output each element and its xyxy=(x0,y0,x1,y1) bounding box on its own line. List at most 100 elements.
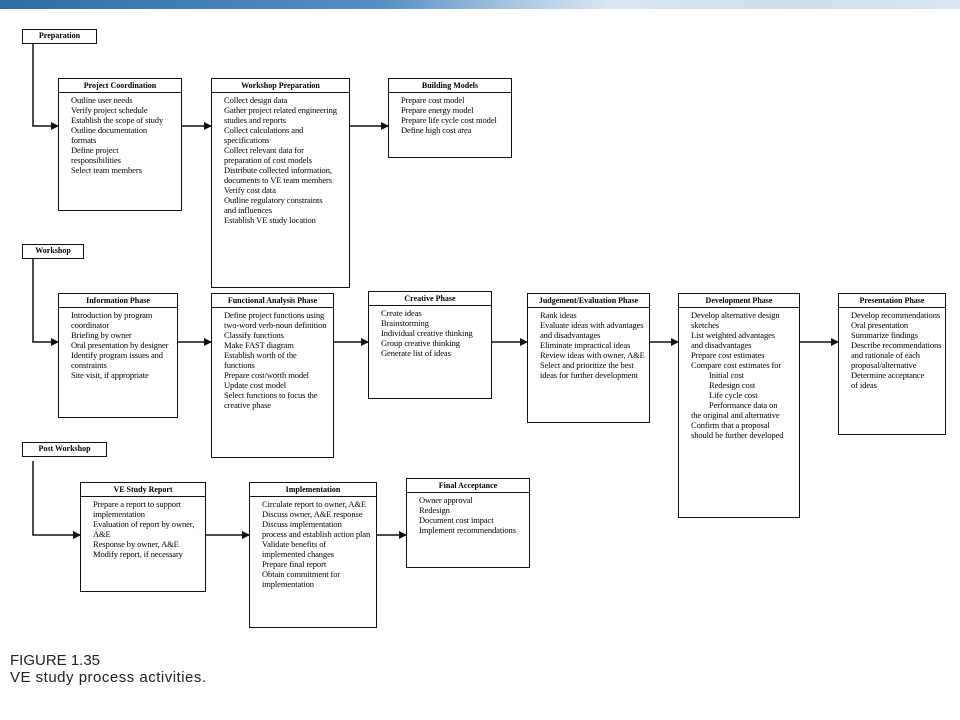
box-item: Evaluate ideas with advantages xyxy=(540,320,644,330)
stage-label-preparation: Preparation xyxy=(22,29,97,44)
box-item: implemented changes xyxy=(262,549,334,559)
box-title: Project Coordination xyxy=(59,79,181,93)
box-item: Obtain commitment for xyxy=(262,569,341,579)
box-title: Functional Analysis Phase xyxy=(212,294,333,308)
box-item: and influences xyxy=(224,205,272,215)
box-item: and disadvantages xyxy=(540,330,601,340)
figure-number: FIGURE 1.35 xyxy=(10,652,101,669)
box-item: Confirm that a proposal xyxy=(691,420,770,430)
box-development-phase: Development Phase Develop alternative de… xyxy=(678,293,800,518)
figure-caption-text: VE study process activities. xyxy=(10,669,207,686)
box-information-phase: Information Phase Introduction by progra… xyxy=(58,293,178,418)
box-item: Identify program issues and xyxy=(71,350,163,360)
box-item: List weighted advantages xyxy=(691,330,775,340)
box-item: Prepare life cycle cost model xyxy=(401,115,497,125)
box-item: Document cost impact xyxy=(419,515,494,525)
box-item: Gather project related engineering xyxy=(224,105,337,115)
box-item: the original and alternative xyxy=(691,410,780,420)
box-item: should be further developed xyxy=(691,430,784,440)
box-item: Oral presentation xyxy=(851,320,909,330)
box-item: Validate benefits of xyxy=(262,539,327,549)
connector-preparation-to-project-coordination xyxy=(32,42,59,130)
connector-post-workshop-to-ve-study-report xyxy=(32,461,81,539)
box-item: Determine acceptance xyxy=(851,370,925,380)
figure-caption: FIGURE 1.35 VE study process activities. xyxy=(10,652,207,687)
box-title: Creative Phase xyxy=(369,292,491,306)
box-item: implementation xyxy=(262,579,314,589)
box-item: Select team members xyxy=(71,165,142,175)
box-title: Implementation xyxy=(250,483,376,497)
box-item: Prepare final report xyxy=(262,559,327,569)
box-item: proposal/alternative xyxy=(851,360,917,370)
box-item: Compare cost estimates for xyxy=(691,360,782,370)
box-item: Eliminate impractical ideas xyxy=(540,340,631,350)
box-item: Collect calculations and xyxy=(224,125,304,135)
box-item: Redesign xyxy=(419,505,450,515)
box-item: Implement recommendations xyxy=(419,525,516,535)
box-item: process and establish action plan xyxy=(262,529,371,539)
box-item: Individual creative thinking xyxy=(381,328,473,338)
box-item: Make FAST diagram xyxy=(224,340,294,350)
box-item: Select and prioritize the best xyxy=(540,360,634,370)
box-item: Prepare energy model xyxy=(401,105,474,115)
box-item: Prepare cost estimates xyxy=(691,350,765,360)
box-item: Verify cost data xyxy=(224,185,276,195)
box-item: Establish the scope of study xyxy=(71,115,164,125)
box-item: Introduction by program xyxy=(71,310,153,320)
connector-workshop-to-information-phase xyxy=(32,258,59,346)
box-item: Define project xyxy=(71,145,119,155)
box-title: VE Study Report xyxy=(81,483,205,497)
box-item: Establish VE study location xyxy=(224,215,316,225)
box-item: responsibilities xyxy=(71,155,121,165)
box-item: Site visit, if appropriate xyxy=(71,370,149,380)
box-item: Outline regulatory constraints xyxy=(224,195,323,205)
box-item: Develop alternative design xyxy=(691,310,780,320)
box-item: Modify report, if necessary xyxy=(93,549,183,559)
stage-label-post-workshop: Post Workshop xyxy=(22,442,107,457)
box-functional-analysis-phase: Functional Analysis Phase Define project… xyxy=(211,293,334,458)
box-item: Oral presentation by designer xyxy=(71,340,169,350)
box-item: and disadvantages xyxy=(691,340,752,350)
box-title: Judgement/Evaluation Phase xyxy=(528,294,649,308)
box-item: Collect relevant data for xyxy=(224,145,304,155)
box-item: Distribute collected information, xyxy=(224,165,332,175)
box-item: A&E xyxy=(93,529,111,539)
box-item: functions xyxy=(224,360,255,370)
box-title: Development Phase xyxy=(679,294,799,308)
box-item: Prepare cost model xyxy=(401,95,465,105)
box-item: Outline documentation xyxy=(71,125,148,135)
box-item: and rationale of each xyxy=(851,350,920,360)
box-title: Presentation Phase xyxy=(839,294,945,308)
box-item: Prepare a report to support xyxy=(93,499,181,509)
box-item: Update cost model xyxy=(224,380,287,390)
box-item: Life cycle cost xyxy=(709,390,758,400)
box-item: Prepare cost/worth model xyxy=(224,370,309,380)
box-title: Workshop Preparation xyxy=(212,79,349,93)
box-item: Define high cost area xyxy=(401,125,472,135)
box-item: creative phase xyxy=(224,400,271,410)
box-item: Circulate report to owner, A&E xyxy=(262,499,367,509)
box-item: Summarize findings xyxy=(851,330,918,340)
box-item: Generate list of ideas xyxy=(381,348,451,358)
box-item: Select functions to focus the xyxy=(224,390,318,400)
box-item: Redesign cost xyxy=(709,380,756,390)
box-item: documents to VE team members xyxy=(224,175,332,185)
box-item: Define project functions using xyxy=(224,310,325,320)
box-item: two-word verb-noun definition xyxy=(224,320,327,330)
box-item: Group creative thinking xyxy=(381,338,460,348)
box-workshop-preparation: Workshop Preparation Collect design data… xyxy=(211,78,350,288)
box-item: Briefing by owner xyxy=(71,330,132,340)
box-item: constraints xyxy=(71,360,107,370)
box-item: Initial cost xyxy=(709,370,744,380)
